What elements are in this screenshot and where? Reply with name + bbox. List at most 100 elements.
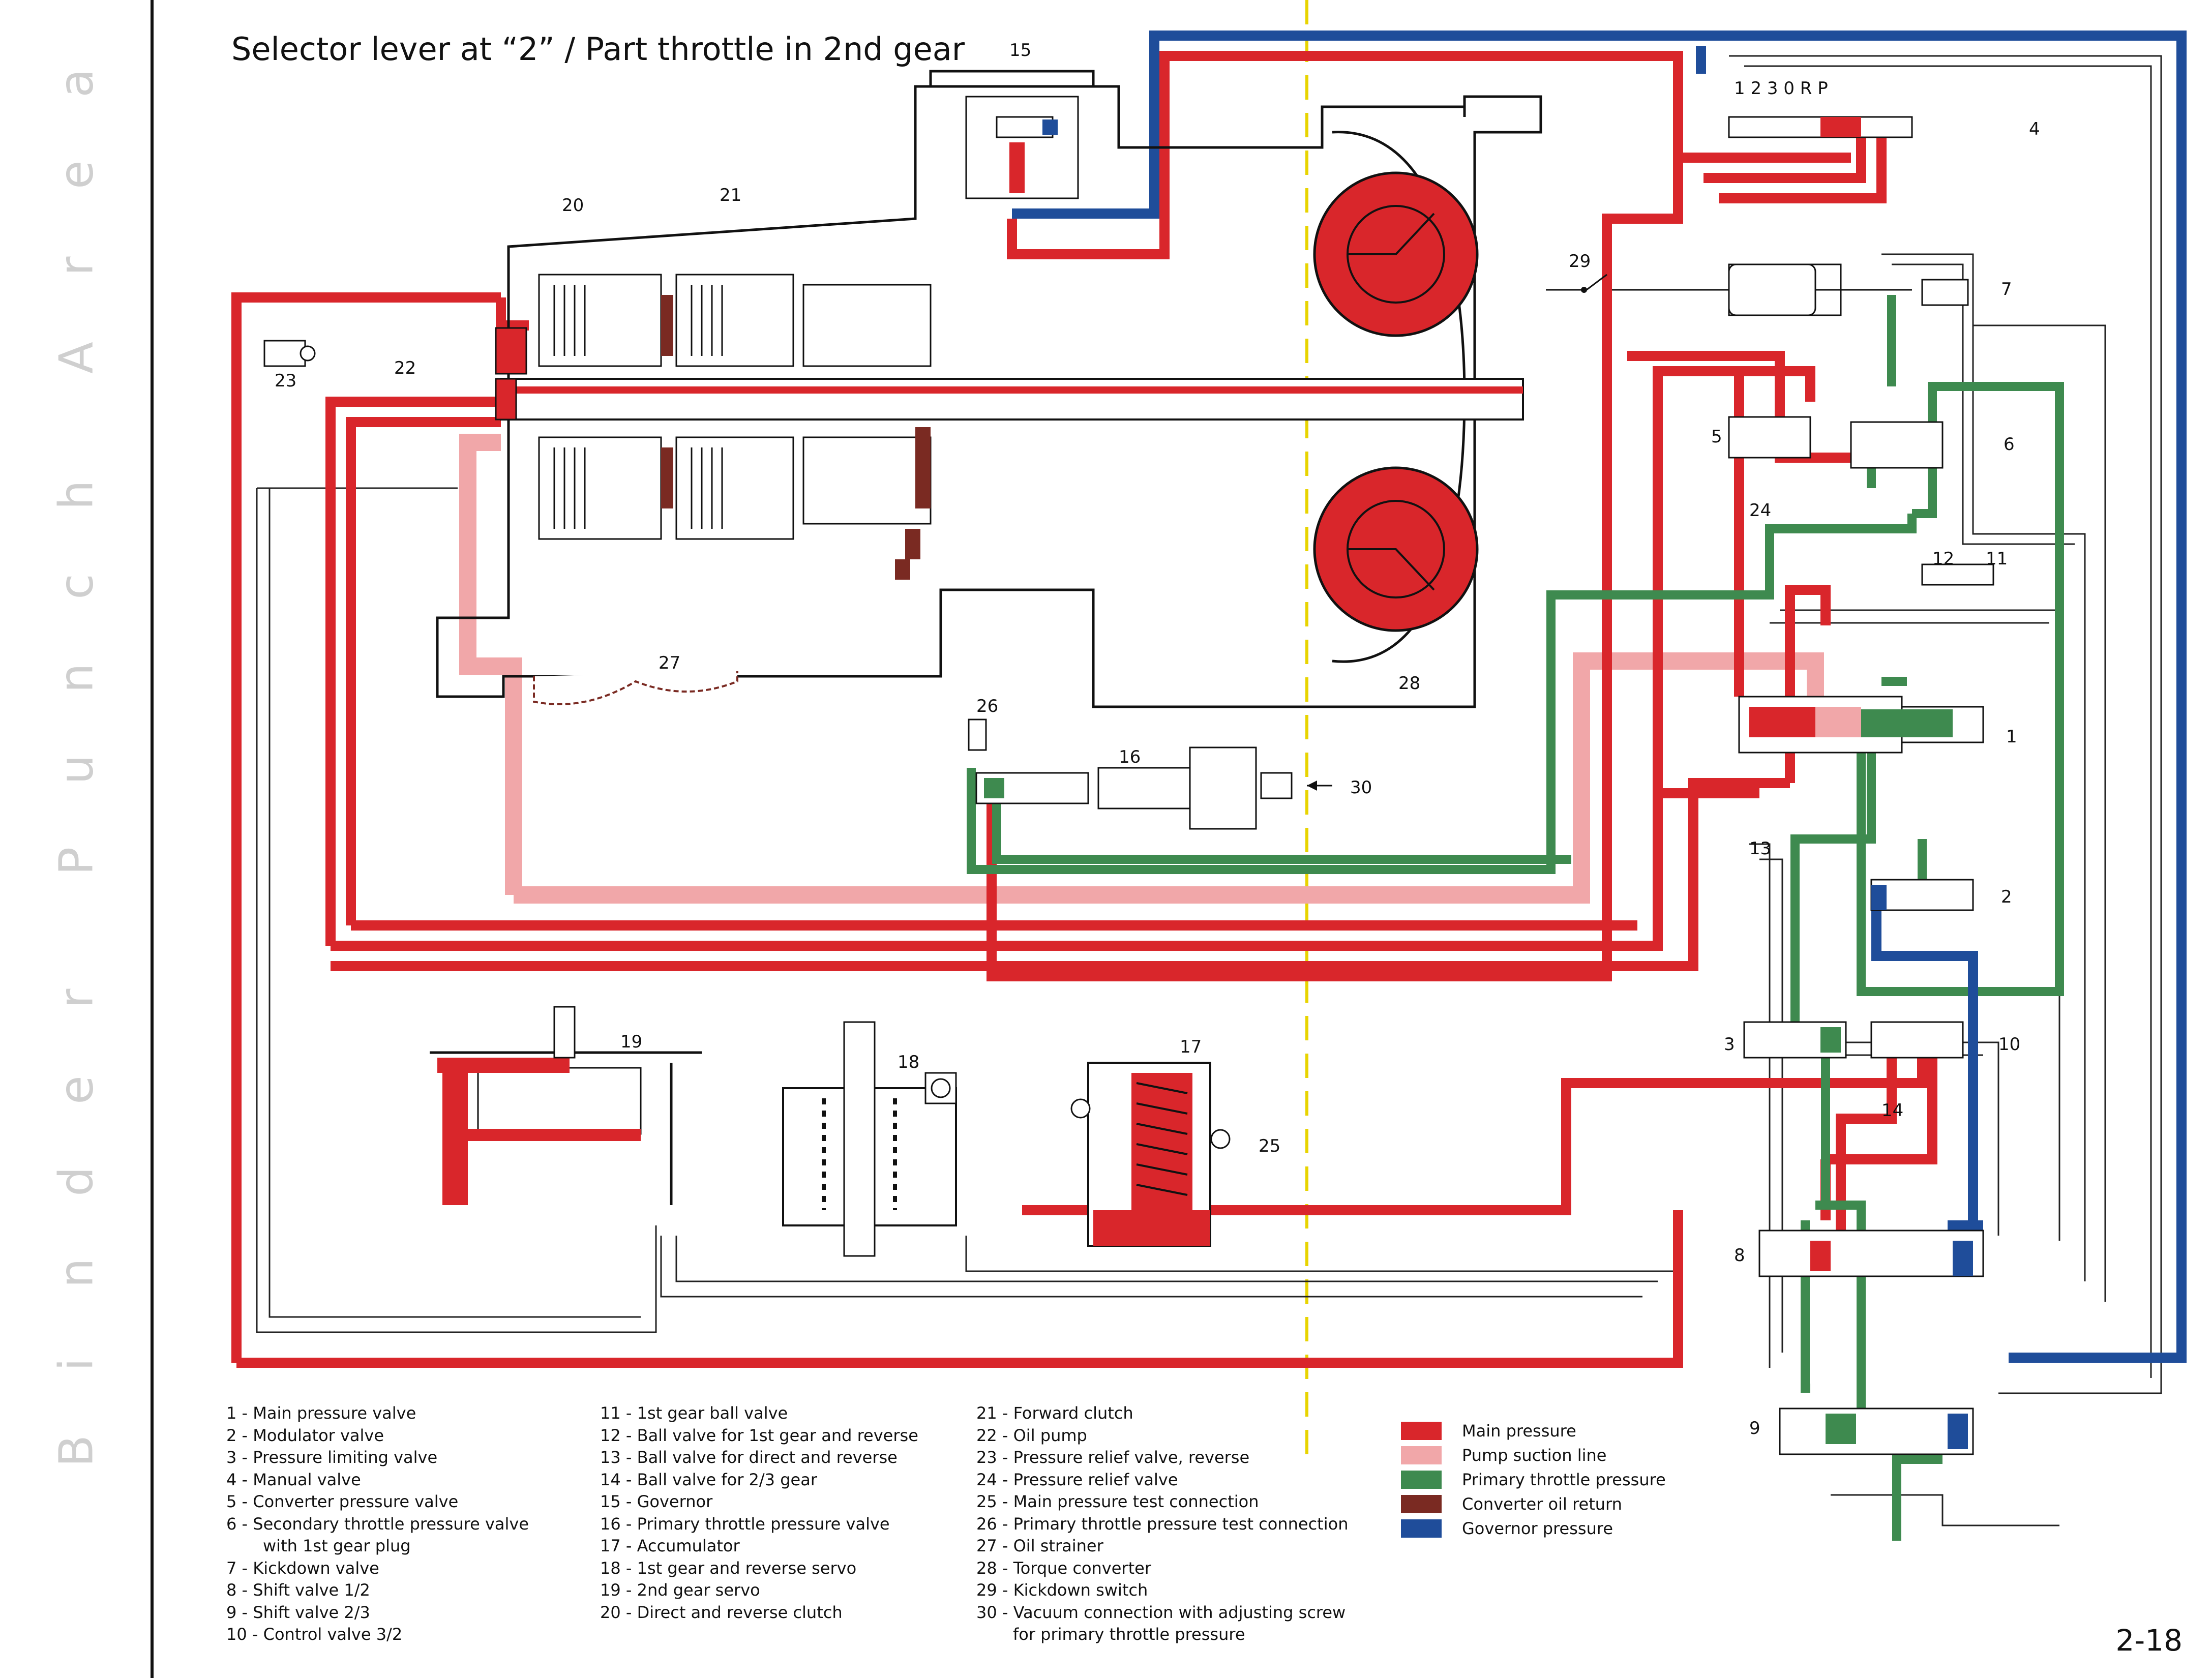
legend-item: 20 - Direct and reverse clutch (600, 1602, 843, 1622)
main-pressure-lines (231, 51, 1937, 1368)
legend-item: 13 - Ball valve for direct and reverse (600, 1448, 898, 1467)
test-connection-26 (968, 718, 987, 751)
legend-item: 25 - Main pressure test connection (976, 1492, 1259, 1511)
legend-item: 12 - Ball valve for 1st gear and reverse (600, 1425, 918, 1445)
callout-18: 18 (898, 1052, 919, 1072)
legend-column-3: 21 - Forward clutch 22 - Oil pump 23 - P… (976, 1402, 1348, 1646)
main-shaft (500, 378, 1524, 421)
callout-17: 17 (1180, 1037, 1202, 1057)
legend-item: 9 - Shift valve 2/3 (226, 1602, 370, 1622)
legend-item: 17 - Accumulator (600, 1536, 740, 1555)
clutch-plates (553, 285, 723, 529)
kickdown-switch (1546, 274, 1729, 293)
clutch-packs (538, 274, 932, 540)
legend-item: 23 - Pressure relief valve, reverse (976, 1448, 1250, 1467)
color-key-row: Converter oil return (1401, 1492, 1666, 1516)
callout-1: 1 (2006, 727, 2017, 747)
color-key-label: Pump suction line (1462, 1446, 1607, 1465)
color-key-row: Main pressure (1401, 1419, 1666, 1443)
callout-12: 12 (1932, 549, 1954, 569)
callout-26: 26 (976, 696, 998, 716)
callout-labels: 1 2 3 4 5 6 7 8 9 10 11 12 13 14 15 16 1… (275, 40, 2040, 1439)
callout-29: 29 (1569, 251, 1591, 272)
callout-14: 14 (1881, 1100, 1903, 1121)
legend-item: 5 - Converter pressure valve (226, 1492, 459, 1511)
first-gear-reverse-servo (782, 1021, 957, 1257)
legend-item: 26 - Primary throttle pressure test conn… (976, 1514, 1349, 1534)
color-key-label: Governor pressure (1462, 1519, 1613, 1538)
callout-3: 3 (1724, 1034, 1735, 1055)
legend-item: 3 - Pressure limiting valve (226, 1448, 438, 1467)
torque-converter (1313, 171, 1479, 632)
primary-throttle-pressure-valve (975, 746, 1332, 830)
accumulator (1070, 1062, 1231, 1247)
callout-9: 9 (1749, 1418, 1760, 1439)
shift-valve-1-2 (1758, 1230, 1984, 1277)
secondary-throttle-valve (1850, 421, 1944, 469)
primary-throttle-lines (967, 295, 2064, 1541)
legend-item: 22 - Oil pump (976, 1425, 1087, 1445)
callout-28: 28 (1398, 673, 1420, 694)
color-swatch (1401, 1519, 1442, 1538)
legend-item: 29 - Kickdown switch (976, 1580, 1148, 1600)
callout-25: 25 (1259, 1136, 1280, 1156)
callout-22: 22 (394, 358, 416, 378)
converter-return-marks (661, 295, 931, 580)
callout-7: 7 (2001, 279, 2012, 299)
callout-15: 15 (1009, 40, 1031, 61)
kickdown-solenoid (1728, 263, 1912, 316)
page-title: Selector lever at “2” / Part throttle in… (231, 31, 965, 68)
color-key-row: Governor pressure (1401, 1516, 1666, 1541)
selector-position-marks: 1 2 3 0 R P (1734, 78, 1828, 99)
callout-20: 20 (562, 195, 584, 216)
callout-27: 27 (659, 653, 680, 673)
color-swatch (1401, 1422, 1442, 1440)
callout-8: 8 (1734, 1245, 1745, 1266)
legend-item: 10 - Control valve 3/2 (226, 1625, 403, 1644)
modulator-valve (1870, 879, 1974, 911)
color-swatch (1401, 1495, 1442, 1513)
page-number: 2-18 (2115, 1623, 2183, 1658)
converter-pressure-valve (1728, 416, 1811, 459)
color-swatch (1401, 1446, 1442, 1464)
callout-4: 4 (2029, 119, 2040, 139)
callout-30: 30 (1350, 777, 1372, 798)
legend-item: 18 - 1st gear and reverse servo (600, 1558, 857, 1578)
callout-16: 16 (1119, 747, 1141, 767)
oil-pump (495, 327, 527, 421)
callout-6: 6 (2004, 434, 2015, 455)
legend-item: with 1st gear plug (263, 1536, 411, 1555)
callout-13: 13 (1749, 838, 1771, 859)
legend-item: 1 - Main pressure valve (226, 1403, 416, 1423)
color-key-label: Primary throttle pressure (1462, 1470, 1666, 1489)
legend-column-2: 11 - 1st gear ball valve 12 - Ball valve… (600, 1402, 918, 1624)
legend-item: 27 - Oil strainer (976, 1536, 1103, 1555)
legend-item: for primary throttle pressure (1013, 1625, 1245, 1644)
color-key-row: Pump suction line (1401, 1443, 1666, 1467)
callout-24: 24 (1749, 500, 1771, 521)
second-gear-servo (430, 1006, 702, 1205)
legend-item: 21 - Forward clutch (976, 1403, 1133, 1423)
color-key-row: Primary throttle pressure (1401, 1467, 1666, 1492)
pressure-relief-valve-reverse (263, 340, 316, 367)
callout-21: 21 (720, 185, 741, 205)
governor (965, 96, 1079, 199)
legend-item: 2 - Modulator valve (226, 1425, 384, 1445)
legend-item: 6 - Secondary throttle pressure valve (226, 1514, 529, 1534)
legend-item: 19 - 2nd gear servo (600, 1580, 760, 1600)
legend-column-1: 1 - Main pressure valve 2 - Modulator va… (226, 1402, 529, 1646)
legend-item: 16 - Primary throttle pressure valve (600, 1514, 890, 1534)
callout-10: 10 (1998, 1034, 2020, 1055)
legend-item: 11 - 1st gear ball valve (600, 1403, 788, 1423)
binder-rule (151, 0, 154, 1678)
color-key: Main pressure Pump suction line Primary … (1401, 1419, 1666, 1541)
legend-item: 24 - Pressure relief valve (976, 1470, 1178, 1489)
color-swatch (1401, 1471, 1442, 1489)
legend-item: 14 - Ball valve for 2/3 gear (600, 1470, 817, 1489)
legend-item: 28 - Torque converter (976, 1558, 1151, 1578)
shift-valve-2-3 (1779, 1407, 1974, 1455)
inactive-channels (256, 55, 2162, 1526)
callout-5: 5 (1711, 427, 1722, 447)
legend-item: 7 - Kickdown valve (226, 1558, 379, 1578)
